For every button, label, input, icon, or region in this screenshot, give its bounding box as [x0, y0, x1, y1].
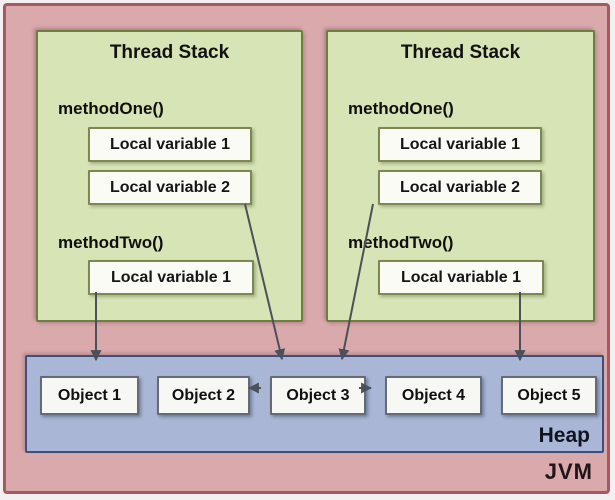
thread-stack-1: Thread Stack methodOne() Local variable … [36, 30, 303, 322]
heap-object-2: Object 2 [157, 376, 250, 415]
jvm-label: JVM [544, 459, 593, 484]
stack1-method-two-label: methodTwo() [58, 233, 164, 252]
heap-label: Heap [538, 424, 590, 447]
stack1-methodone-local-variable-2: Local variable 2 [88, 170, 252, 205]
thread-stack-2-title: Thread Stack [400, 42, 521, 63]
stack2-method-one-label: methodOne() [348, 99, 454, 118]
thread-stack-2: Thread Stack methodOne() Local variable … [326, 30, 595, 322]
stack1-methodone-local-variable-1: Local variable 1 [88, 127, 252, 162]
thread-stack-1-title: Thread Stack [109, 42, 230, 63]
stack2-method-two-label: methodTwo() [348, 233, 454, 252]
jvm-container: Thread Stack methodOne() Local variable … [3, 3, 610, 494]
heap-object-5: Object 5 [501, 376, 597, 415]
heap-object-3: Object 3 [270, 376, 366, 415]
stack2-methodtwo-local-variable-1: Local variable 1 [378, 260, 544, 295]
stack1-method-one-label: methodOne() [58, 99, 164, 118]
heap-object-4: Object 4 [385, 376, 482, 415]
heap-container: Object 1 Object 2 Object 3 Object 4 Obje… [25, 355, 604, 453]
heap-object-1: Object 1 [40, 376, 139, 415]
stack1-methodtwo-local-variable-1: Local variable 1 [88, 260, 254, 295]
stack2-methodone-local-variable-2: Local variable 2 [378, 170, 542, 205]
stack2-methodone-local-variable-1: Local variable 1 [378, 127, 542, 162]
